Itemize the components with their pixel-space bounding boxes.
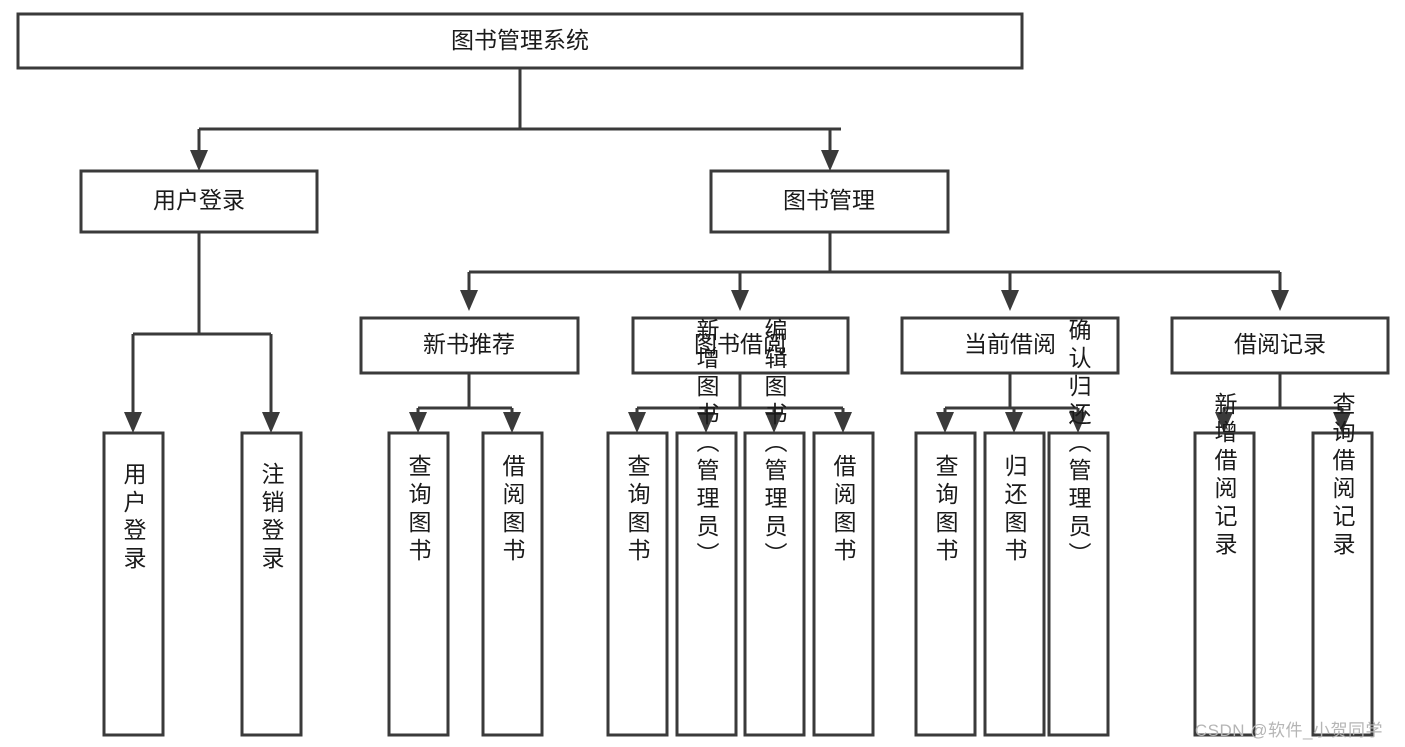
leaf-confirm-return-label: 确认归还（管理员） xyxy=(1065,318,1092,570)
leaf-logout-login-label: 注销登录 xyxy=(258,462,285,574)
leaf-user-login[interactable]: 用户登录 xyxy=(102,431,165,737)
leaf-add-record[interactable]: 新增借阅记录 xyxy=(1193,392,1256,737)
node-user-login-label: 用户登录 xyxy=(153,187,245,213)
leaf-logout-login[interactable]: 注销登录 xyxy=(240,431,303,737)
leaf-borrow-book-1[interactable]: 借阅图书 xyxy=(481,431,544,737)
leaf-return-book[interactable]: 归还图书 xyxy=(983,431,1046,737)
node-new-book-recommend-label: 新书推荐 xyxy=(423,331,515,357)
node-current-borrow[interactable]: 当前借阅 xyxy=(900,316,1120,375)
leaf-query-record[interactable]: 查询借阅记录 xyxy=(1311,392,1374,737)
leaf-confirm-return[interactable]: 确认归还（管理员） xyxy=(1047,318,1110,737)
leaf-query-book-1-label: 查询图书 xyxy=(405,454,432,566)
node-user-login[interactable]: 用户登录 xyxy=(79,169,319,234)
leaf-borrow-book-2[interactable]: 借阅图书 xyxy=(812,431,875,737)
leaf-return-book-label: 归还图书 xyxy=(1001,454,1028,566)
leaf-add-book[interactable]: 新增图书（管理员） xyxy=(675,318,738,737)
leaf-query-book-3-label: 查询图书 xyxy=(932,454,959,566)
node-book-borrow[interactable]: 图书借阅 xyxy=(631,316,850,375)
leaf-add-book-label: 新增图书（管理员） xyxy=(693,318,720,570)
leaf-query-book-3[interactable]: 查询图书 xyxy=(914,431,977,737)
connector-userlogin-to-leaves xyxy=(124,232,280,433)
node-book-management-label: 图书管理 xyxy=(783,187,875,213)
leaf-query-book-2-label: 查询图书 xyxy=(624,454,651,566)
node-borrow-record-label: 借阅记录 xyxy=(1234,331,1326,357)
connector-borrowrecord-to-leaves xyxy=(1215,373,1351,433)
connector-currentborrow-to-leaves xyxy=(936,373,1087,433)
leaf-query-book-1[interactable]: 查询图书 xyxy=(387,431,450,737)
connector-bookmgmt-to-level3 xyxy=(460,232,1289,311)
leaf-user-login-label: 用户登录 xyxy=(120,462,147,574)
node-current-borrow-label: 当前借阅 xyxy=(964,331,1056,357)
leaf-query-record-label: 查询借阅记录 xyxy=(1329,392,1356,560)
node-book-management[interactable]: 图书管理 xyxy=(709,169,950,234)
node-borrow-record[interactable]: 借阅记录 xyxy=(1170,316,1390,375)
leaf-query-book-2[interactable]: 查询图书 xyxy=(606,431,669,737)
csdn-watermark: CSDN @软件_小贺同学 xyxy=(1194,721,1383,740)
connector-root-to-level2 xyxy=(190,68,841,171)
connector-newbook-to-leaves xyxy=(409,373,521,433)
leaf-edit-book[interactable]: 编辑图书（管理员） xyxy=(743,318,806,737)
node-book-borrow-label: 图书借阅 xyxy=(694,331,786,357)
connector-bookborrow-to-leaves xyxy=(628,373,852,433)
node-new-book-recommend[interactable]: 新书推荐 xyxy=(359,316,580,375)
leaf-borrow-book-2-label: 借阅图书 xyxy=(830,454,857,566)
leaf-add-record-label: 新增借阅记录 xyxy=(1211,392,1238,560)
node-root-label: 图书管理系统 xyxy=(451,27,589,53)
leaf-edit-book-label: 编辑图书（管理员） xyxy=(761,318,788,570)
node-root[interactable]: 图书管理系统 xyxy=(16,12,1024,70)
leaf-borrow-book-1-label: 借阅图书 xyxy=(499,454,526,566)
